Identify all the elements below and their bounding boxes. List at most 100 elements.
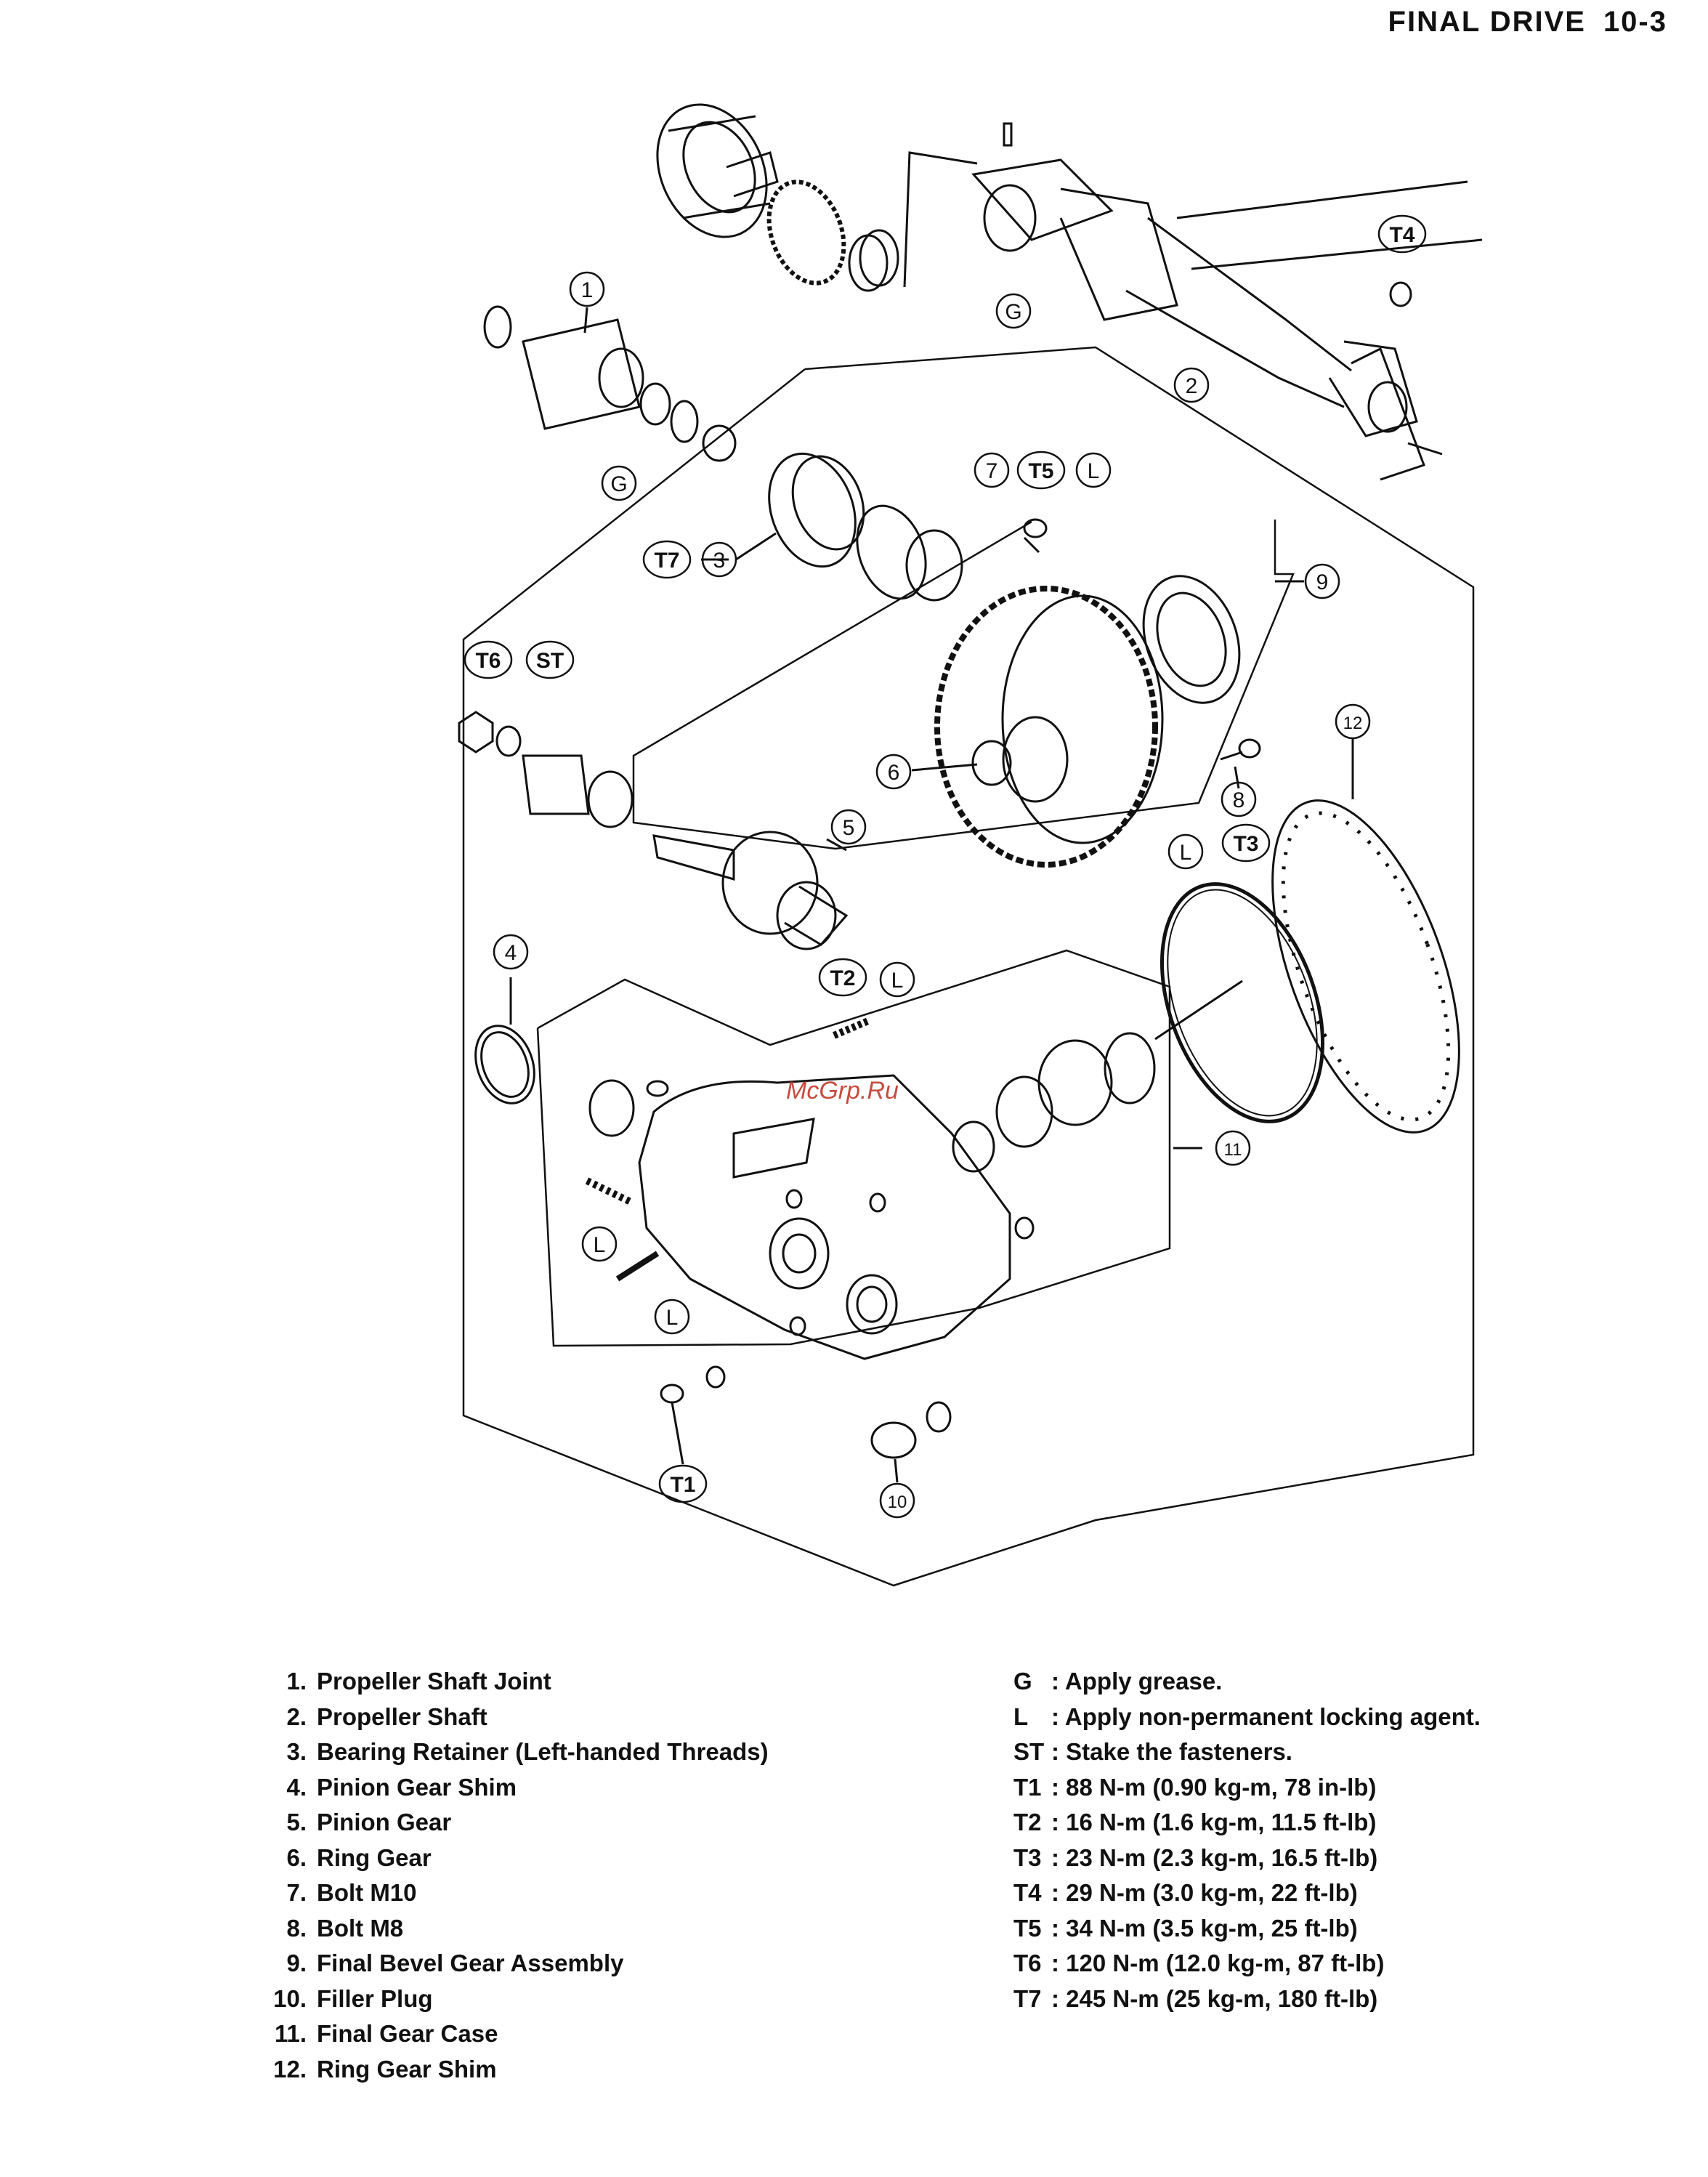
svg-text:L: L	[1180, 841, 1192, 865]
pinion-gear-part	[652, 831, 849, 950]
legend-part-row: 11.Final Gear Case	[274, 2020, 498, 2047]
callout-10: 10	[879, 1482, 915, 1519]
bearing-retainer-part	[768, 452, 963, 602]
callout-l-5: L	[654, 1298, 690, 1335]
o-ring-leader	[1154, 980, 1243, 1041]
notes-legend: G: Apply grease. L: Apply non-permanent …	[1013, 1664, 1481, 2016]
legend-part-row: 3.Bearing Retainer (Left-handed Threads)	[286, 1738, 769, 1765]
svg-text:T5: T5	[1028, 459, 1053, 483]
exploded-view-diagram: 1 2 3 4 5 6 7 8 9 10 11 12 G G L L L L L…	[458, 103, 1483, 1587]
filler-plug-part	[870, 1401, 952, 1483]
svg-text:L: L	[594, 1233, 606, 1257]
legend-part-row: 4.Pinion Gear Shim	[286, 1773, 517, 1801]
legend-part-row: 12.Ring Gear Shim	[273, 2055, 497, 2083]
joint-leader	[903, 151, 978, 288]
legend-part-row: 8.Bolt M8	[286, 1914, 404, 1942]
legend-part-row: 7.Bolt M10	[286, 1879, 417, 1906]
callouts: 1 2 3 4 5 6 7 8 9 10 11 12 G G L L L L L…	[464, 214, 1427, 1519]
svg-text:G: G	[1005, 300, 1021, 324]
callout-6: 6	[875, 754, 912, 790]
shaft-leader	[1407, 442, 1443, 456]
section-title: FINAL DRIVE	[1388, 6, 1586, 38]
callout-1: 1	[569, 271, 605, 307]
bolt-m8-part	[1220, 738, 1261, 761]
svg-text:L: L	[891, 969, 904, 993]
circlip-top	[766, 179, 846, 286]
svg-text:T2: T2	[830, 966, 855, 990]
svg-text:12: 12	[1343, 714, 1363, 733]
callout-5: 5	[830, 809, 867, 845]
legend-part-row: 5.Pinion Gear	[286, 1809, 452, 1835]
svg-text:6: 6	[888, 761, 900, 785]
final-gear-case-part	[638, 1074, 1035, 1360]
pinion-nut-group	[458, 711, 634, 828]
grease-nipple	[1389, 281, 1412, 307]
legend-part-row: 6.Ring Gear	[286, 1843, 432, 1871]
o-ring-inner	[1167, 889, 1318, 1117]
callout-t2: T2	[818, 958, 867, 997]
svg-text:T6: T6	[475, 649, 501, 673]
callout-3: 3	[701, 541, 737, 578]
callout-g-1: G	[995, 293, 1032, 329]
callout-4: 4	[493, 934, 529, 970]
svg-text:1: 1	[581, 278, 594, 302]
legend-note-row: T5: 34 N-m (3.5 kg-m, 25 ft-lb)	[1013, 1914, 1358, 1942]
callout-2: 2	[1173, 367, 1210, 403]
ring-gear-part	[934, 575, 1241, 868]
parts-legend: 1.Propeller Shaft Joint 2.Propeller Shaf…	[262, 1664, 769, 2087]
callout-l-4: L	[581, 1226, 618, 1262]
legend-note-row: T6: 120 N-m (12.0 kg-m, 87 ft-lb)	[1013, 1950, 1385, 1976]
legend-part-row: 2.Propeller Shaft	[286, 1703, 487, 1730]
svg-text:10: 10	[888, 1493, 907, 1512]
legend-note-row: T1: 88 N-m (0.90 kg-m, 78 in-lb)	[1013, 1773, 1377, 1801]
svg-text:5: 5	[843, 816, 855, 840]
legend-note-row: L: Apply non-permanent locking agent.	[1013, 1703, 1481, 1730]
svg-text:T3: T3	[1233, 832, 1258, 856]
svg-text:7: 7	[986, 459, 998, 483]
svg-text:T1: T1	[670, 1473, 695, 1497]
callout-l-2: L	[1167, 833, 1204, 870]
shaft-joint-sleeve	[483, 305, 737, 462]
assembly-boundary	[462, 346, 1475, 1587]
filler-bolt-t1	[660, 1365, 726, 1465]
legend-note-row: T4: 29 N-m (3.0 kg-m, 22 ft-lb)	[1013, 1879, 1358, 1906]
gear-case-group-outline	[536, 949, 1171, 1347]
o-ring	[1159, 882, 1325, 1123]
callout-t1: T1	[658, 1464, 708, 1503]
part8-leader	[1234, 766, 1240, 789]
callout-8: 8	[1221, 781, 1257, 817]
callout-t6: T6	[464, 640, 513, 679]
callout-11: 11	[1215, 1130, 1251, 1166]
legend-note-row: G: Apply grease.	[1013, 1668, 1223, 1695]
bolt-m10-part	[1023, 518, 1048, 554]
callout-t3: T3	[1221, 823, 1271, 863]
legend-part-row: 1.Propeller Shaft Joint	[286, 1668, 551, 1695]
callout-t5: T5	[1016, 451, 1066, 490]
svg-text:4: 4	[505, 941, 517, 965]
svg-text:T7: T7	[654, 549, 679, 573]
page-header: FINAL DRIVE 10-3	[1388, 6, 1667, 39]
propeller-shaft-part	[971, 122, 1483, 481]
legend-part-row: 10.Filler Plug	[273, 1984, 433, 2012]
pinion-gear-shim-inner	[480, 1031, 530, 1098]
part1-leader	[583, 307, 588, 334]
svg-text:8: 8	[1233, 788, 1245, 812]
svg-text:L: L	[666, 1306, 679, 1330]
svg-text:3: 3	[713, 549, 726, 573]
svg-text:11: 11	[1224, 1140, 1242, 1160]
callout-t7: T7	[642, 540, 692, 579]
callout-st: ST	[525, 640, 575, 679]
callout-g-2: G	[601, 465, 637, 501]
callout-12: 12	[1335, 703, 1371, 740]
legend-note-row: T3: 23 N-m (2.3 kg-m, 16.5 ft-lb)	[1013, 1843, 1378, 1871]
ring-gear-shim-inner	[1281, 811, 1451, 1122]
case-bearings	[588, 1032, 1156, 1173]
callout-t4: T4	[1377, 214, 1427, 254]
svg-text:T4: T4	[1389, 223, 1414, 247]
callout-7: 7	[974, 452, 1010, 488]
bushing-top	[848, 229, 899, 292]
page-number: 10-3	[1603, 6, 1667, 38]
ring-gear-shim-part	[1271, 799, 1460, 1134]
part3-leader	[735, 532, 777, 561]
svg-text:L: L	[1088, 459, 1100, 483]
